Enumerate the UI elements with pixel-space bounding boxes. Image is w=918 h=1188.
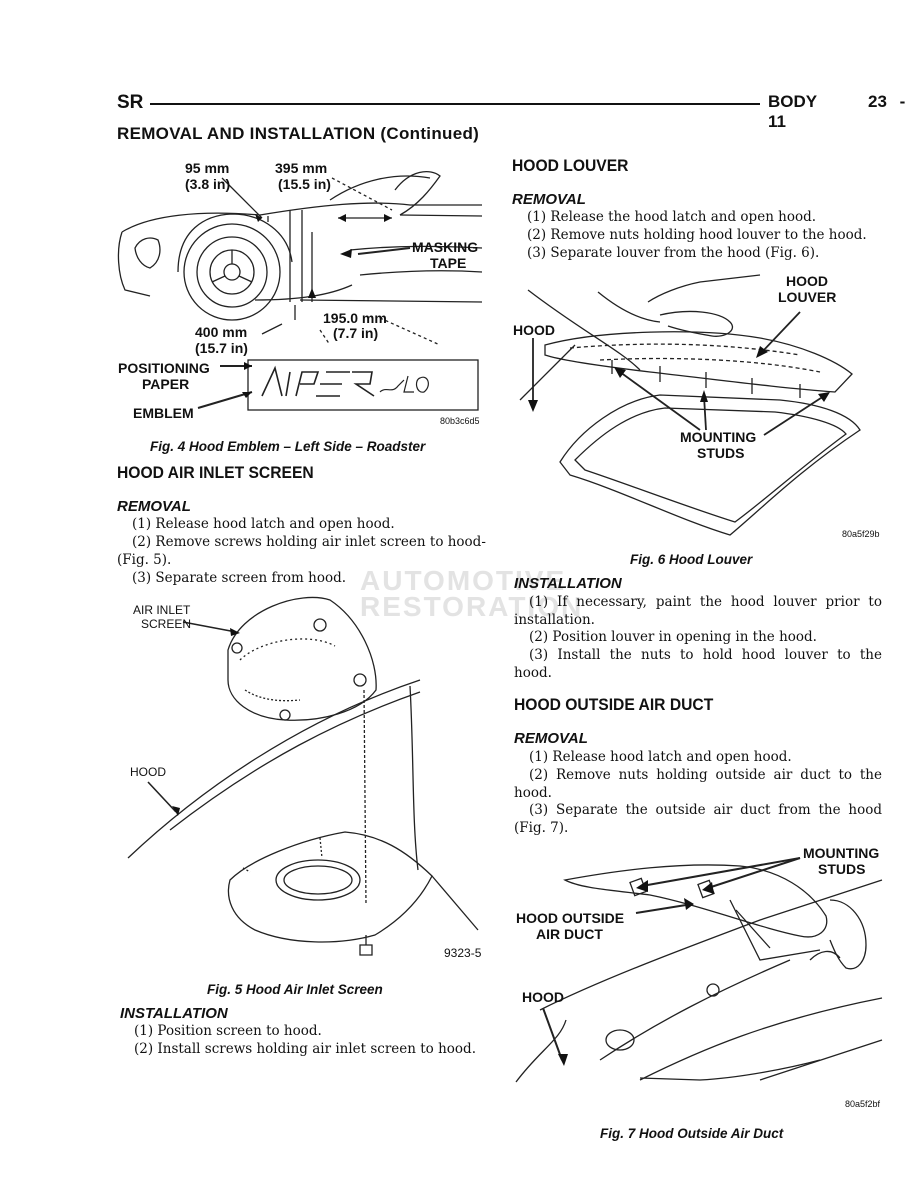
louver-removal-step: (2) Remove nuts holding hood louver to t…	[527, 227, 867, 243]
air-inlet-removal-heading: REMOVAL	[117, 498, 191, 515]
air-inlet-install-step: (2) Install screws holding air inlet scr…	[134, 1041, 476, 1057]
air-duct-title: HOOD OUTSIDE AIR DUCT	[514, 695, 714, 714]
fig7-label-hood-outside: HOOD OUTSIDE	[516, 910, 625, 926]
header-chapter: BODY	[768, 92, 818, 111]
fig6-code: 80a5f29b	[842, 529, 880, 539]
fig5-label-hood: HOOD	[130, 765, 166, 779]
air-duct-removal-step: (2) Remove nuts holding outside air duct…	[529, 767, 882, 783]
fig4-label-395mm: 395 mm	[275, 160, 328, 176]
fig7-code: 80a5f2bf	[845, 1099, 881, 1109]
louver-install-step: installation.	[514, 612, 595, 628]
louver-removal-step: (3) Separate louver from the hood (Fig. …	[527, 245, 820, 261]
fig6-label-hood-louver-1: HOOD	[786, 273, 828, 289]
louver-removal-step: (1) Release the hood latch and open hood…	[527, 209, 817, 225]
fig7-label-mounting: MOUNTING	[803, 845, 880, 861]
fig4-label-400mm: 400 mm	[195, 324, 248, 340]
fig4-label-emblem: EMBLEM	[133, 405, 194, 421]
louver-install-step: (1) If necessary, paint the hood louver …	[529, 594, 882, 610]
air-inlet-removal-step: (2) Remove screws holding air inlet scre…	[132, 534, 486, 550]
air-inlet-removal-step: (1) Release hood latch and open hood.	[132, 516, 395, 532]
louver-title: HOOD LOUVER	[512, 156, 629, 175]
fig6-label-mounting: MOUNTING	[680, 429, 757, 445]
air-duct-removal-heading: REMOVAL	[514, 730, 588, 747]
fig4-label-15-7in: (15.7 in)	[195, 340, 248, 356]
fig7-label-air-duct: AIR DUCT	[536, 926, 603, 942]
fig7-label-hood: HOOD	[522, 989, 564, 1005]
header-page-number: 23 - 11	[768, 92, 906, 131]
fig4-label-15-5in: (15.5 in)	[278, 176, 331, 192]
fig5-label-air-inlet: AIR INLET	[133, 603, 191, 617]
louver-install-step: (3) Install the nuts to hold hood louver…	[529, 647, 882, 663]
fig7-caption: Fig. 7 Hood Outside Air Duct	[600, 1126, 784, 1141]
header-right: BODY 23 - 11	[768, 92, 918, 132]
fig7-label-studs: STUDS	[818, 861, 866, 877]
air-duct-removal-step: (3) Separate the outside air duct from t…	[529, 802, 882, 818]
louver-install-step: hood.	[514, 665, 552, 681]
louver-removal-heading: REMOVAL	[512, 191, 586, 208]
air-inlet-removal-step: (Fig. 5).	[117, 552, 172, 568]
fig4-caption: Fig. 4 Hood Emblem – Left Side – Roadste…	[150, 439, 426, 454]
air-inlet-install-step: (1) Position screen to hood.	[134, 1023, 322, 1039]
air-inlet-installation-heading: INSTALLATION	[120, 1005, 228, 1022]
fig4-label-masking: MASKING	[412, 239, 479, 255]
fig4-label-195mm: 195.0 mm	[323, 310, 387, 326]
fig6-label-hood-louver-2: LOUVER	[778, 289, 837, 305]
fig4-code: 80b3c6d5	[440, 416, 480, 426]
header-rule	[150, 103, 760, 105]
air-duct-removal-step: (1) Release hood latch and open hood.	[529, 749, 792, 765]
air-inlet-title: HOOD AIR INLET SCREEN	[117, 463, 314, 482]
louver-install-step: (2) Position louver in opening in the ho…	[529, 629, 817, 645]
fig5-label-screen: SCREEN	[141, 617, 192, 631]
fig4-label-95mm: 95 mm	[185, 160, 230, 176]
section-title: REMOVAL AND INSTALLATION (Continued)	[117, 124, 480, 143]
fig4-label-7-7in: (7.7 in)	[333, 325, 379, 341]
header-section-code: SR	[117, 92, 144, 113]
fig6-label-studs: STUDS	[697, 445, 745, 461]
air-inlet-removal-step: (3) Separate screen from hood.	[132, 570, 347, 586]
fig4-label-3-8in: (3.8 in)	[185, 176, 231, 192]
fig5-code: 9323-5	[444, 946, 482, 960]
fig5-caption: Fig. 5 Hood Air Inlet Screen	[207, 982, 383, 997]
air-duct-removal-step: hood.	[514, 785, 552, 801]
fig6-caption: Fig. 6 Hood Louver	[630, 552, 753, 567]
fig4-label-positioning: POSITIONING	[118, 360, 210, 376]
fig4-label-paper: PAPER	[142, 376, 190, 392]
fig6-label-hood: HOOD	[513, 322, 555, 338]
air-duct-removal-step: (Fig. 7).	[514, 820, 569, 836]
fig4-label-tape: TAPE	[430, 255, 467, 271]
louver-installation-heading: INSTALLATION	[514, 575, 622, 592]
